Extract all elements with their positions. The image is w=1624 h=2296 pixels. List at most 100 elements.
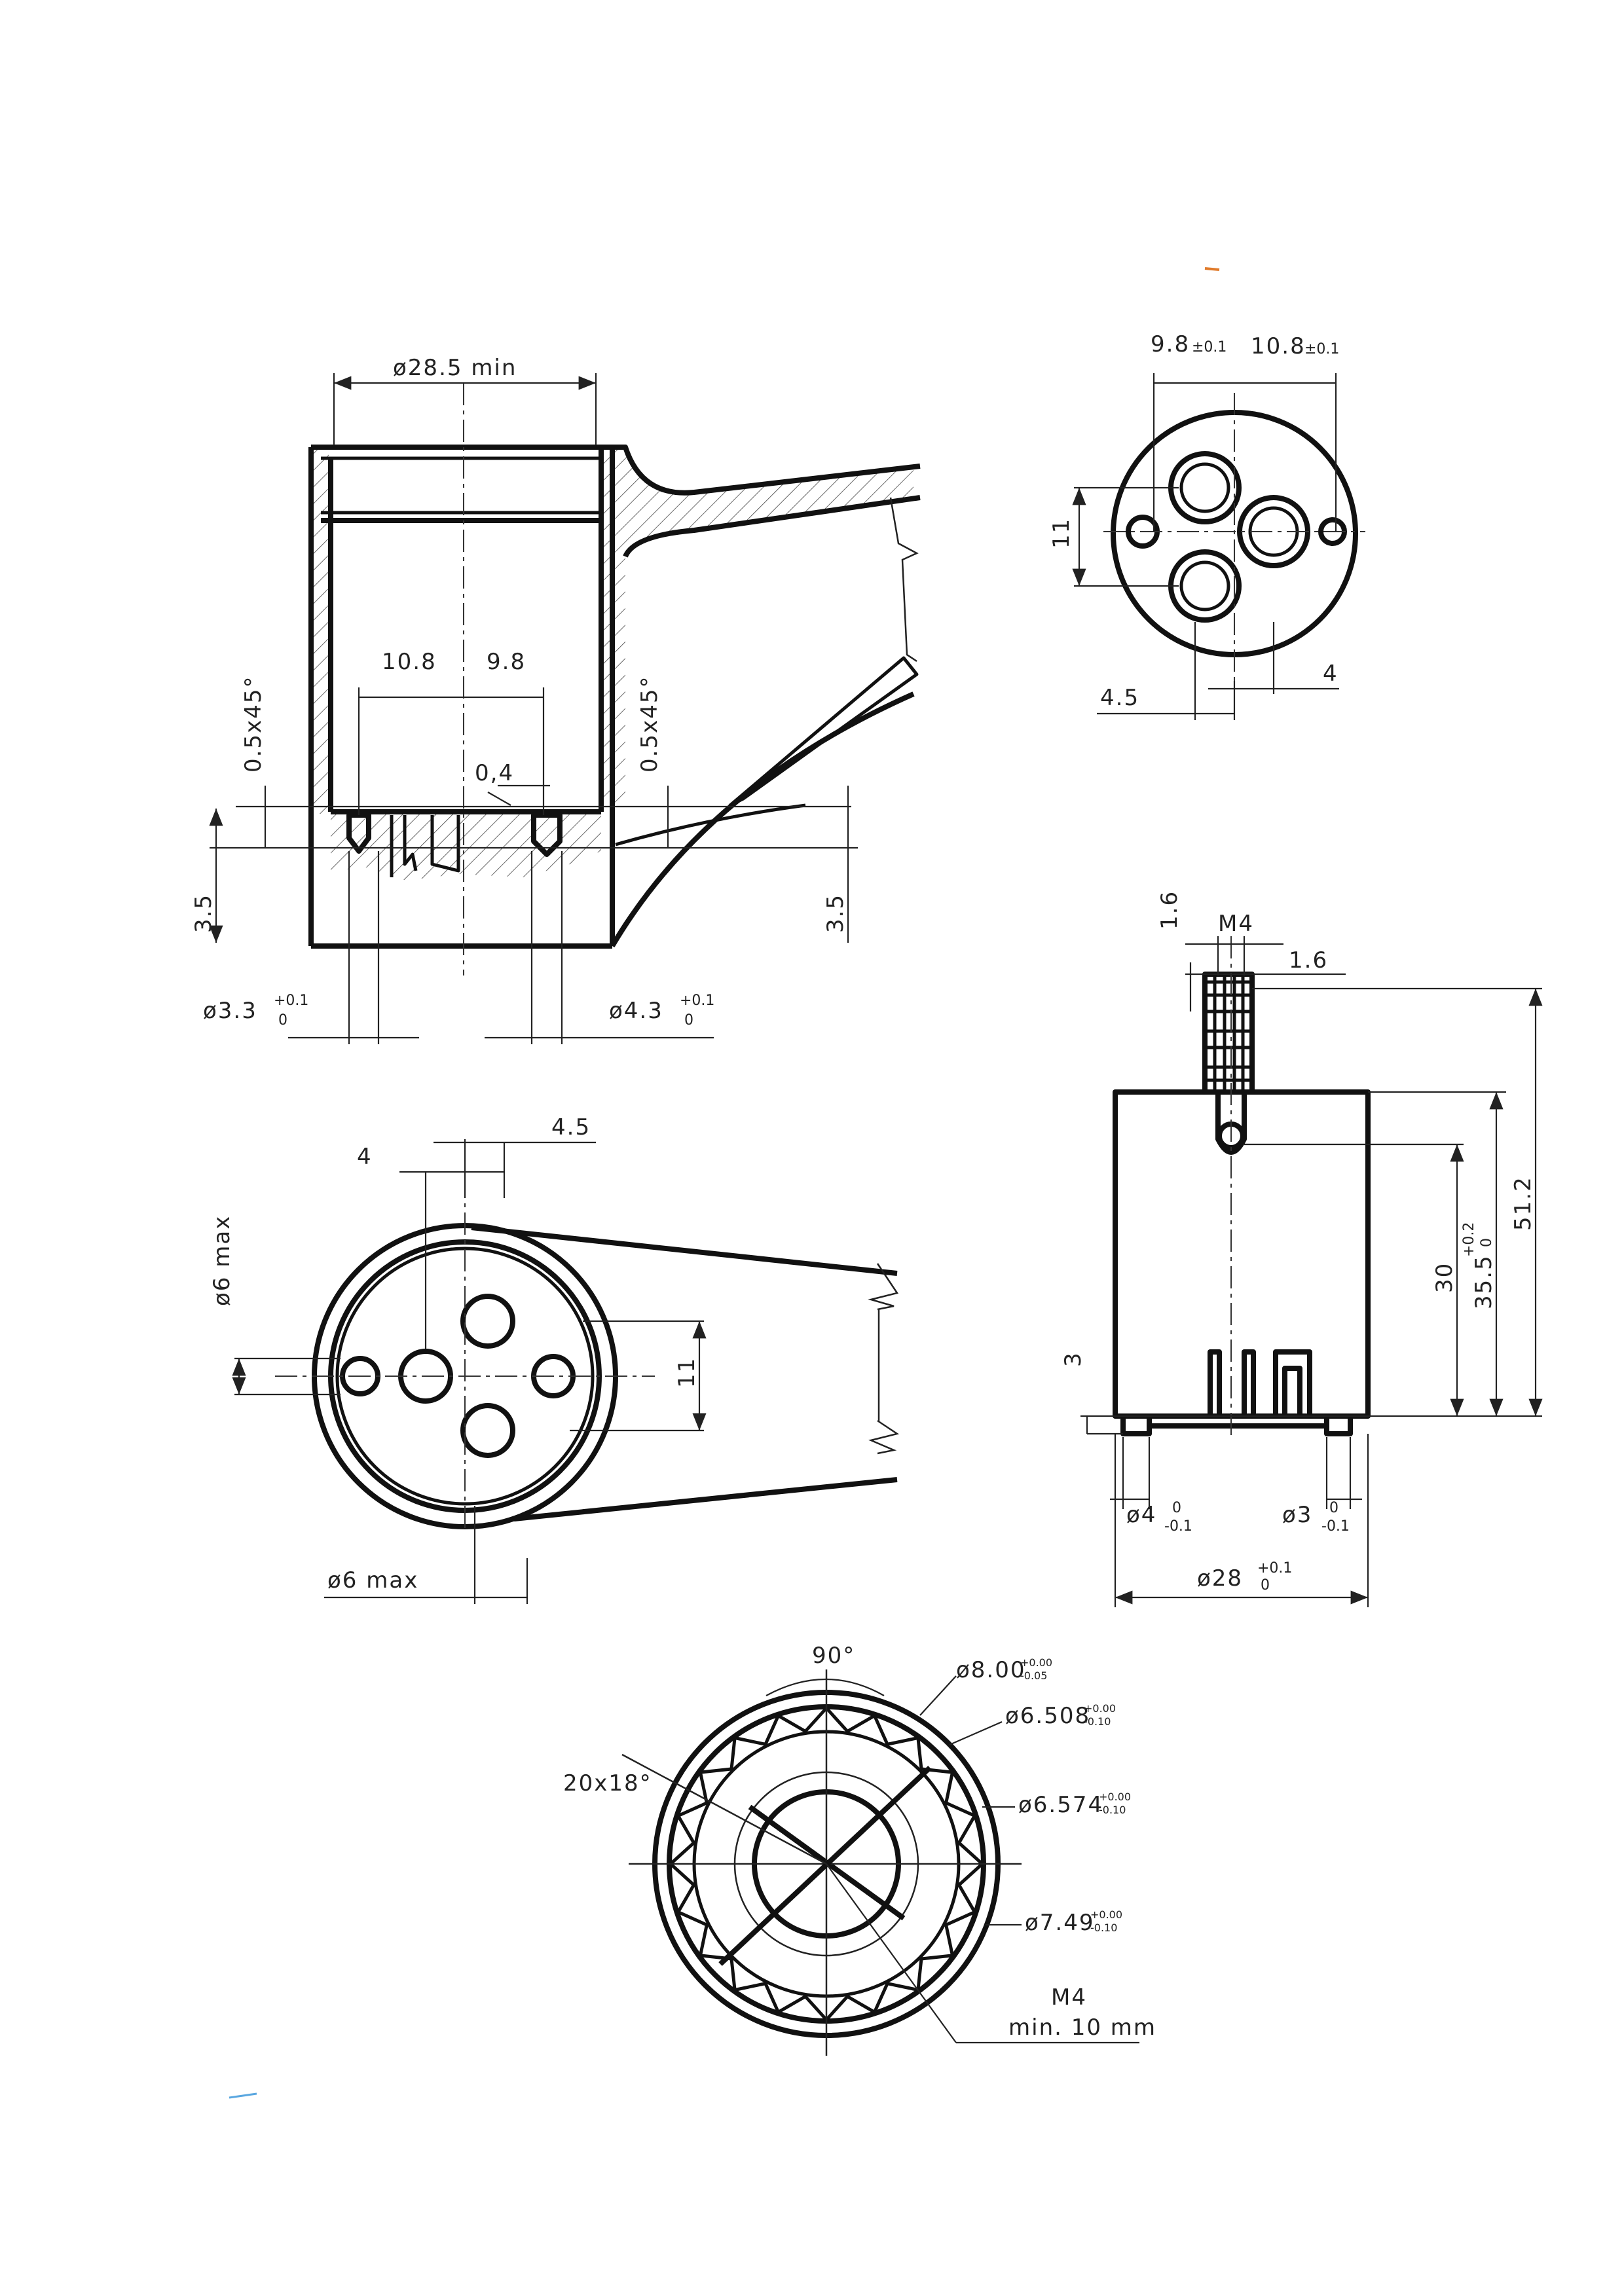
section-gap: 0,4 xyxy=(475,760,514,786)
corner-mark-orange xyxy=(1204,267,1220,271)
svg-text:ø3: ø3 xyxy=(1282,1502,1312,1528)
side-base-3: 3 xyxy=(1060,1351,1086,1367)
section-chamfer-right: 0.5x45° xyxy=(637,676,663,773)
svg-text:-0.10: -0.10 xyxy=(1084,1715,1111,1728)
spline-tooth xyxy=(777,1707,828,1733)
svg-text:+0.00: +0.00 xyxy=(1020,1656,1052,1669)
side-height-30: 30 xyxy=(1431,1262,1458,1293)
top-circle-bottom-right: 4 xyxy=(1323,661,1338,687)
spline-d1: ø8.00 +0.00 -0.05 xyxy=(956,1656,1052,1683)
bottom-top-45: 4.5 xyxy=(551,1114,591,1140)
svg-text:ø4: ø4 xyxy=(1126,1502,1156,1528)
bottom-top-4: 4 xyxy=(357,1144,373,1170)
section-spacing-left: 10.8 xyxy=(382,649,437,675)
svg-text:ø28: ø28 xyxy=(1197,1565,1243,1592)
side-view: M4 1.6 1.6 51.2 35.5 +0.2 0 30 3 ø4 0 -0… xyxy=(1060,890,1543,1607)
spline-tooth xyxy=(700,1738,737,1774)
side-height-355: 35.5 +0.2 0 xyxy=(1461,1222,1497,1309)
svg-text:±0.1: ±0.1 xyxy=(1304,341,1339,357)
spline-d4: ø7.49 +0.00 -0.10 xyxy=(1025,1908,1122,1936)
svg-text:ø3.3: ø3.3 xyxy=(203,998,257,1024)
spline-tooth xyxy=(825,1995,876,2021)
svg-text:+0.1: +0.1 xyxy=(1257,1560,1292,1576)
spline-tooth xyxy=(944,1772,976,1817)
section-left-wall-hatch xyxy=(313,447,329,814)
spline-d2: ø6.508 +0.00 -0.10 xyxy=(1005,1702,1116,1729)
svg-text:0: 0 xyxy=(1172,1500,1181,1516)
section-outer-contour xyxy=(311,445,921,496)
section-handle-lower xyxy=(623,495,921,558)
section-dia-top: ø28.5 min xyxy=(393,355,517,381)
spline-tooth xyxy=(669,1863,695,1913)
bottom-left-dia: ø6 max xyxy=(209,1215,235,1306)
spline-tooth xyxy=(957,1815,984,1865)
svg-text:0: 0 xyxy=(1329,1500,1338,1516)
top-circle-vertical: 11 xyxy=(1048,518,1075,549)
spline-tooth xyxy=(677,1772,709,1817)
svg-text:ø7.49: ø7.49 xyxy=(1025,1910,1095,1936)
svg-text:0: 0 xyxy=(1261,1577,1270,1594)
side-top-16-horizontal: 1.6 xyxy=(1289,947,1328,974)
spline-tooth xyxy=(777,1995,828,2021)
spline-tooth xyxy=(825,1707,876,1733)
top-circle-d-right: 10.8 xyxy=(1251,333,1306,359)
side-pin-left: ø4 0 -0.1 xyxy=(1126,1500,1192,1535)
spline-view: 90° 20x18° ø8.00 +0.00 -0.05 ø6.508 +0.0… xyxy=(563,1643,1156,2056)
spline-tooth xyxy=(734,1982,780,2013)
section-hole-left-dim: ø3.3 +0.1 0 xyxy=(203,993,308,1029)
spline-teeth xyxy=(669,1707,984,2021)
svg-text:35.5: 35.5 xyxy=(1471,1254,1497,1309)
spline-tooth xyxy=(916,1954,953,1990)
section-depth-left: 3.5 xyxy=(191,894,217,933)
spline-thread-depth: min. 10 mm xyxy=(1008,2014,1156,2041)
svg-text:+0.1: +0.1 xyxy=(274,993,308,1009)
svg-text:+0.00: +0.00 xyxy=(1090,1908,1122,1921)
svg-text:0: 0 xyxy=(684,1012,693,1029)
spline-tooth xyxy=(677,1910,709,1956)
svg-text:+0.1: +0.1 xyxy=(680,993,714,1009)
side-top-16-vertical: 1.6 xyxy=(1156,890,1183,930)
spline-tooth xyxy=(916,1738,953,1774)
svg-text:+0.00: +0.00 xyxy=(1099,1791,1131,1803)
bottom-view: 4 4.5 ø6 max 11 ø6 max xyxy=(209,1114,900,1604)
svg-text:+0.2: +0.2 xyxy=(1461,1222,1477,1257)
svg-text:0: 0 xyxy=(1479,1238,1495,1247)
section-hole-right-dim: ø4.3 +0.1 0 xyxy=(609,993,714,1029)
svg-text:-0.05: -0.05 xyxy=(1020,1669,1047,1682)
side-height-total: 51.2 xyxy=(1510,1176,1536,1231)
section-break-line xyxy=(889,497,919,663)
svg-text:-0.10: -0.10 xyxy=(1090,1922,1117,1934)
side-pin-right: ø3 0 -0.1 xyxy=(1282,1500,1350,1535)
spline-tooth xyxy=(700,1954,737,1990)
bottom-right-11: 11 xyxy=(674,1357,700,1388)
svg-text:ø6.508: ø6.508 xyxy=(1005,1703,1090,1729)
spline-tooth xyxy=(669,1815,695,1865)
spline-tooth xyxy=(734,1715,780,1746)
spline-tooth xyxy=(957,1863,984,1913)
bottom-dia: ø6 max xyxy=(327,1567,418,1594)
svg-text:ø8.00: ø8.00 xyxy=(956,1657,1026,1683)
svg-text:ø4.3: ø4.3 xyxy=(609,998,663,1024)
svg-text:-0.1: -0.1 xyxy=(1164,1518,1192,1535)
section-chamfer-left: 0.5x45° xyxy=(240,676,267,773)
svg-text:±0.1: ±0.1 xyxy=(1192,339,1227,355)
svg-text:+0.00: +0.00 xyxy=(1084,1702,1116,1715)
svg-text:0: 0 xyxy=(278,1012,287,1029)
spline-tooth xyxy=(873,1982,919,2013)
side-thread: M4 xyxy=(1218,911,1254,937)
top-circle-view: 9.8 ±0.1 10.8 ±0.1 11 4.5 4 xyxy=(1048,331,1365,720)
svg-text:-0.1: -0.1 xyxy=(1321,1518,1350,1535)
section-depth-right: 3.5 xyxy=(822,894,849,933)
spline-angle: 90° xyxy=(812,1643,855,1669)
spline-d3: ø6.574 +0.00 -0.10 xyxy=(1018,1791,1131,1818)
spline-thread-label: M4 xyxy=(1051,1984,1087,2011)
corner-mark-blue xyxy=(229,2092,257,2099)
side-width: ø28 +0.1 0 xyxy=(1197,1560,1292,1594)
svg-text:ø6.574: ø6.574 xyxy=(1018,1792,1103,1818)
section-spacing-right: 9.8 xyxy=(487,649,526,675)
spline-tooth xyxy=(873,1715,919,1746)
top-circle-d-left: 9.8 xyxy=(1151,331,1190,357)
top-circle-bottom-left: 4.5 xyxy=(1100,685,1139,711)
spline-tooth xyxy=(944,1910,976,1956)
